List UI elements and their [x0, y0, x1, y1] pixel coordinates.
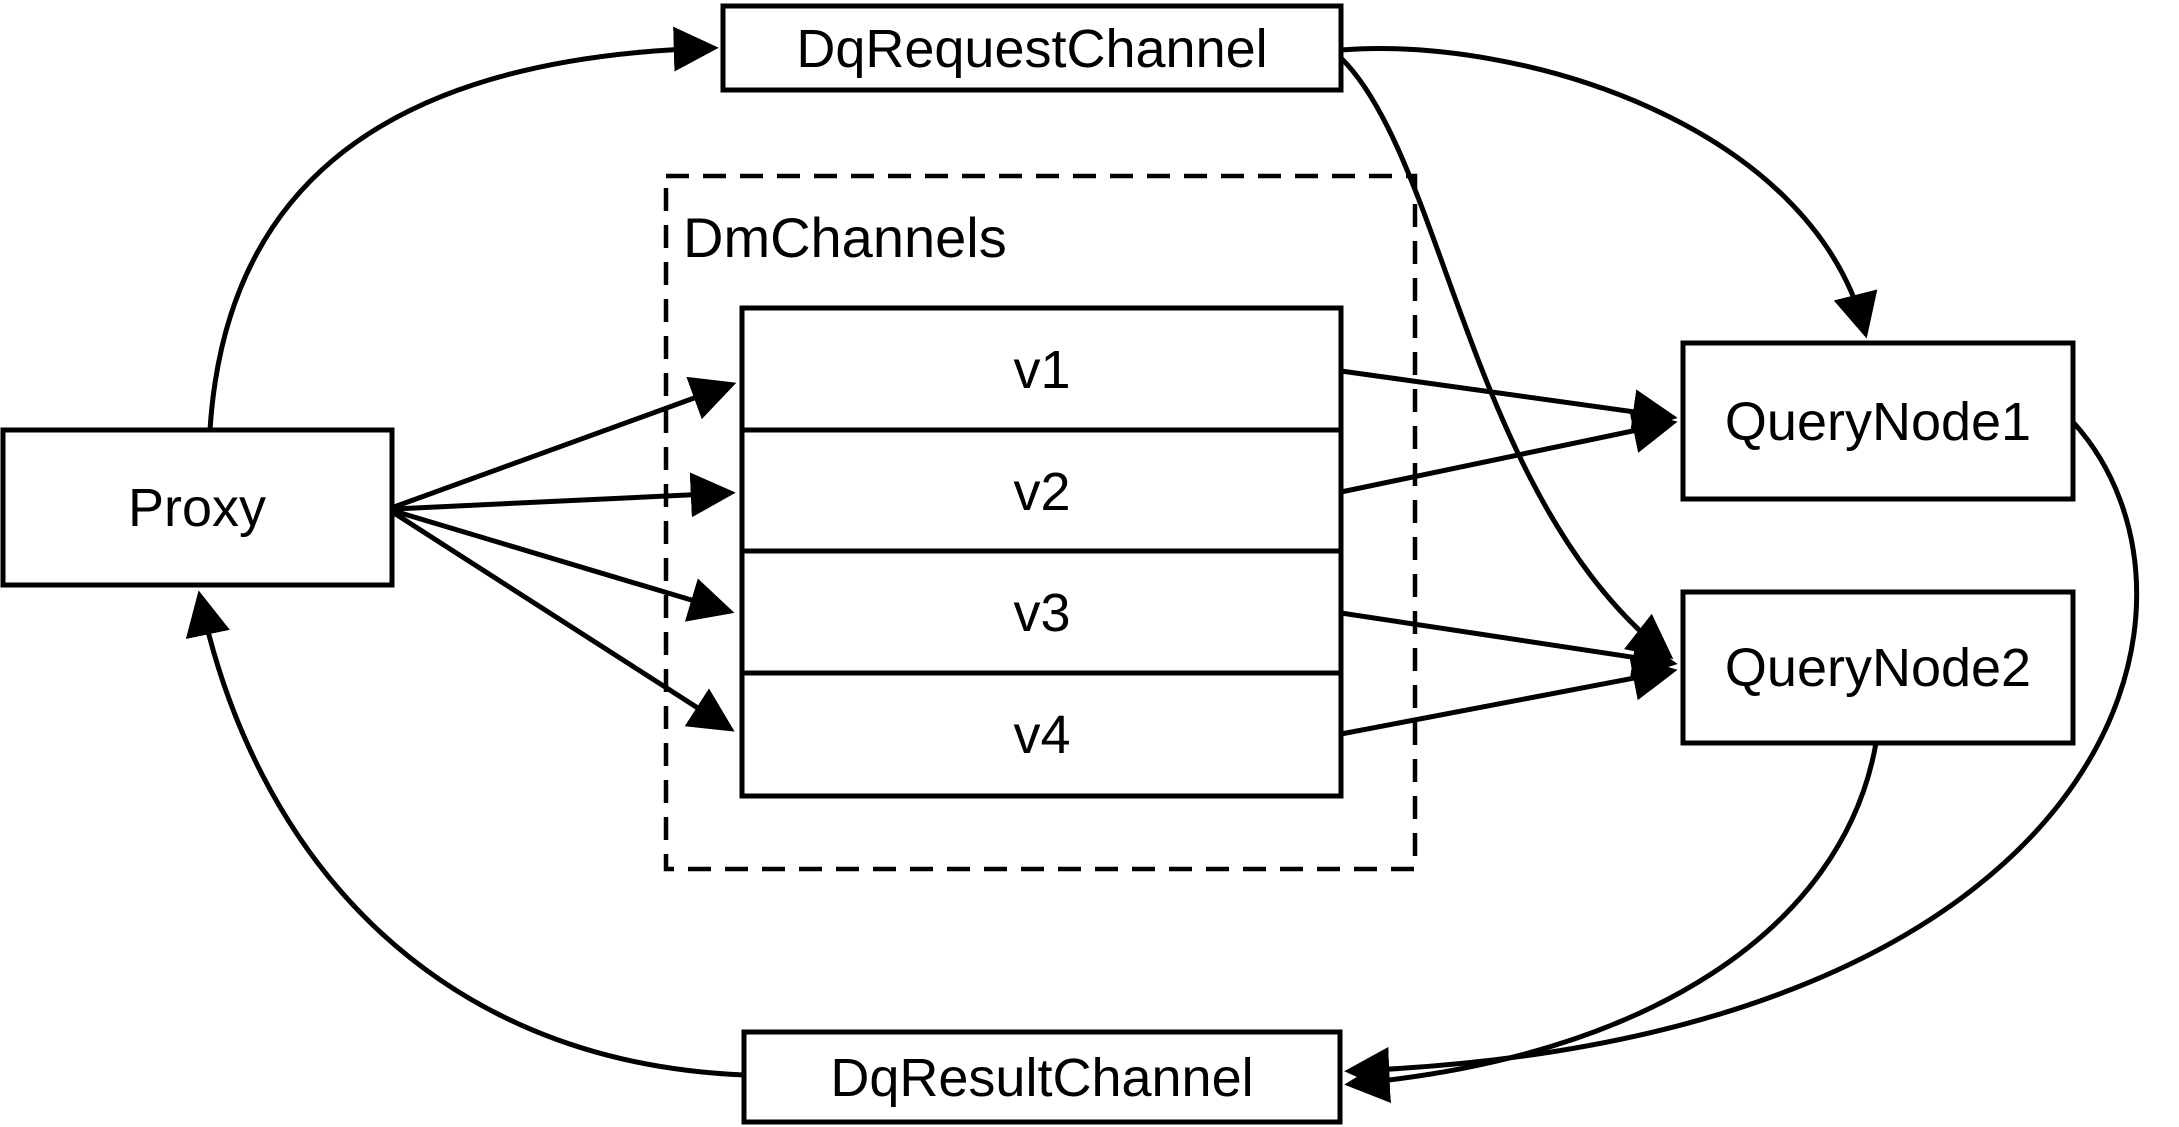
edge-dqrequestchannel-to-querynode2 [1339, 56, 1674, 660]
node-querynode2: QueryNode2 [1680, 589, 2076, 746]
dqresultchannel-label: DqResultChannel [830, 1048, 1253, 1108]
edge-querynode2-to-dqresultchannel [1344, 742, 1879, 1104]
dmchannels-label: DmChannels [683, 206, 1007, 269]
querynode2-border [1680, 589, 2076, 746]
node-querynode1: QueryNode1 [1680, 340, 2076, 502]
edge-querynode1-to-dqresultchannel [1344, 420, 2140, 1092]
v1-label: v1 [1013, 340, 1070, 400]
v2-label: v2 [1013, 462, 1070, 522]
node-dqrequestchannel: DqRequestChannel [720, 3, 1344, 93]
dqrequestchannel-label: DqRequestChannel [796, 19, 1267, 79]
edge-dqrequestchannel-to-querynode1 [1340, 46, 1878, 339]
querynode1-label: QueryNode1 [1725, 392, 2031, 452]
dqresultchannel-border [741, 1029, 1343, 1125]
edge-v4-to-querynode2 [1340, 656, 1678, 737]
proxy-label: Proxy [128, 478, 266, 538]
proxy-border [0, 427, 395, 588]
v4-label: v4 [1013, 705, 1070, 765]
edge-v1-to-querynode1 [1340, 368, 1678, 435]
edge-proxy-to-v2 [393, 472, 736, 518]
edge-v2-to-querynode1 [1340, 408, 1678, 495]
node-proxy: Proxy [0, 427, 395, 588]
dmchannels-dashed-border [663, 173, 1418, 872]
dqrequestchannel-border [720, 3, 1344, 93]
node-dqresultchannel: DqResultChannel [741, 1029, 1343, 1125]
group-dmchannels: DmChannels [663, 173, 1418, 872]
edge-proxy-to-dqrequestchannel [207, 26, 719, 431]
querynode2-label: QueryNode2 [1725, 638, 2031, 698]
edge-v3-to-querynode2 [1340, 610, 1678, 680]
querynode1-border [1680, 340, 2076, 502]
v3-label: v3 [1013, 583, 1070, 643]
edge-proxy-to-v1 [393, 376, 737, 510]
edge-dqresultchannel-to-proxy [185, 590, 745, 1078]
edge-proxy-to-v3 [393, 508, 735, 622]
node-channel-stack: v1 v2 v3 v4 [739, 305, 1344, 799]
edge-proxy-to-v4 [392, 510, 735, 732]
